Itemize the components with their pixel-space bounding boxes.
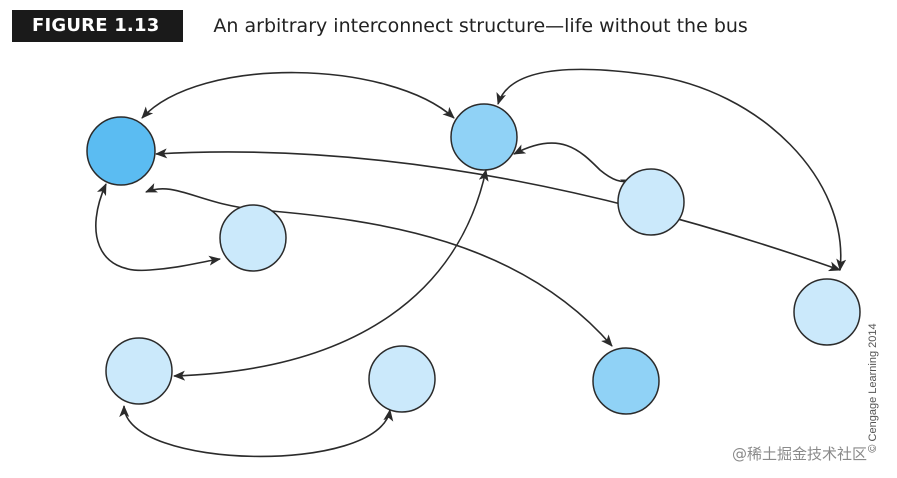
edge-n2-n3 xyxy=(513,142,633,189)
node-n1 xyxy=(86,116,156,186)
edge-n1-n2 xyxy=(141,71,455,119)
node-n5 xyxy=(793,278,861,346)
edges xyxy=(95,68,847,458)
edge-n7-n8 xyxy=(119,405,394,458)
nodes xyxy=(86,103,861,415)
figure-label: FIGURE 1.13 xyxy=(12,10,184,42)
watermark: @稀土掘金技术社区 xyxy=(731,445,867,463)
node-n8 xyxy=(592,347,660,415)
edge-n2-n5 xyxy=(496,68,847,271)
figure-title: An arbitrary interconnect structure—life… xyxy=(213,15,748,37)
figure-header: FIGURE 1.13 An arbitrary interconnect st… xyxy=(12,10,748,42)
node-n4 xyxy=(219,204,287,272)
node-n6 xyxy=(105,337,173,405)
node-n3 xyxy=(617,168,685,236)
copyright-notice: © Cengage Learning 2014 xyxy=(867,323,879,453)
node-n7 xyxy=(368,345,436,413)
node-n2 xyxy=(450,103,518,171)
edge-n2-n6 xyxy=(173,169,489,381)
